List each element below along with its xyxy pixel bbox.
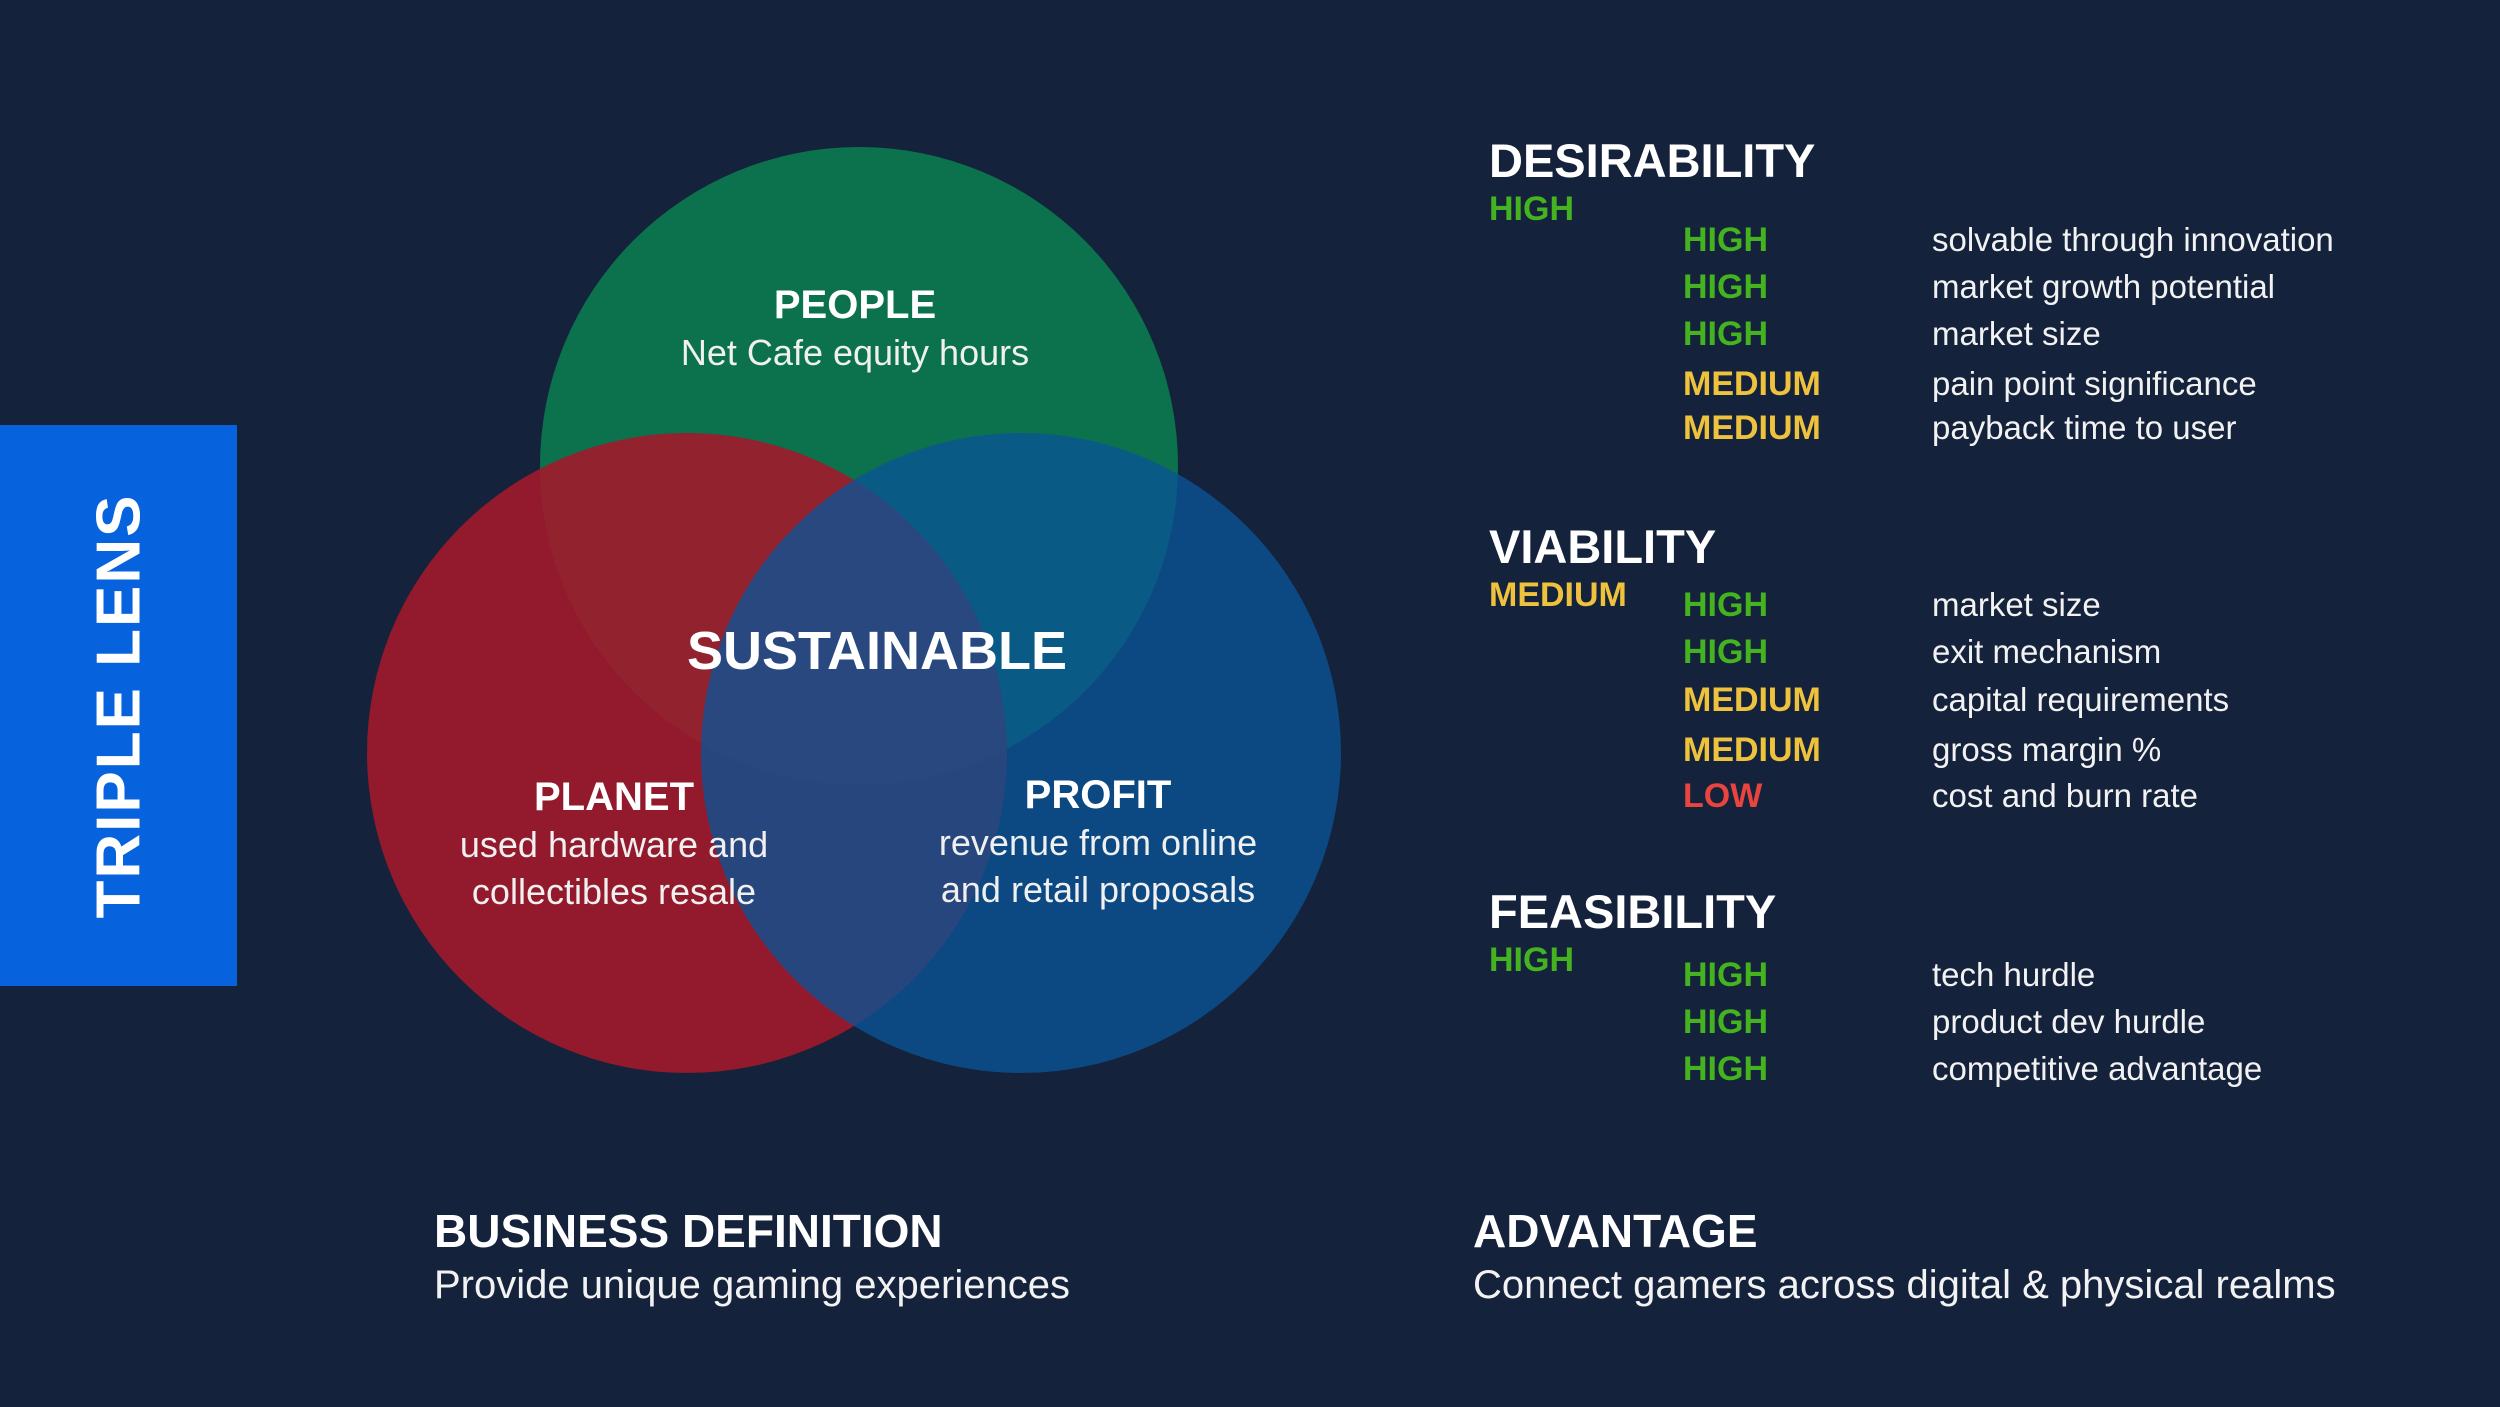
rating-level: HIGH	[1683, 586, 1768, 624]
rating-desc: capital requirements	[1932, 681, 2230, 718]
business-definition-section: BUSINESS DEFINITION Provide unique gamin…	[434, 1203, 1070, 1311]
rating-desc: payback time to user	[1932, 409, 2237, 446]
rating-level: HIGH	[1683, 268, 1768, 306]
advantage-title: ADVANTAGE	[1473, 1205, 1758, 1257]
rating-desc: tech hurdle	[1932, 956, 2096, 993]
feasibility-overall: HIGH	[1489, 941, 1574, 979]
venn-circle-profit	[701, 433, 1341, 1073]
profit-desc-line: and retail proposals	[940, 869, 1256, 910]
people-desc-line: Net Cafe equity hours	[680, 332, 1030, 373]
feasibility-title: FEASIBILITY	[1489, 885, 1777, 938]
profit-title: PROFIT	[1024, 773, 1172, 817]
rating-level: MEDIUM	[1683, 365, 1821, 403]
rating-level: HIGH	[1683, 315, 1768, 353]
viability-title: VIABILITY	[1489, 520, 1717, 573]
rating-desc: market growth potential	[1932, 268, 2276, 305]
venn-profit-label: PROFIT revenue from online and retail pr…	[939, 771, 1257, 913]
planet-title: PLANET	[534, 775, 694, 819]
rating-level: MEDIUM	[1683, 731, 1821, 769]
rating-desc: product dev hurdle	[1932, 1003, 2206, 1040]
triple-lens-tab: TRIPLE LENS	[0, 425, 237, 986]
rating-level: HIGH	[1683, 1050, 1768, 1088]
profit-desc-line: revenue from online	[938, 822, 1258, 863]
people-title: PEOPLE	[773, 283, 937, 327]
rating-level: HIGH	[1683, 633, 1768, 671]
rating-level: HIGH	[1683, 1003, 1768, 1041]
viability-header: VIABILITY MEDIUM	[1489, 519, 1716, 615]
business-definition-title: BUSINESS DEFINITION	[434, 1205, 943, 1257]
rating-level: HIGH	[1683, 956, 1768, 994]
rating-desc: market size	[1932, 315, 2101, 352]
desirability-header: DESIRABILITY HIGH	[1489, 133, 1815, 229]
rating-desc: pain point significance	[1932, 365, 2257, 402]
desirability-overall: HIGH	[1489, 190, 1574, 228]
venn-center-label: SUSTAINABLE	[686, 621, 1068, 681]
rating-level: MEDIUM	[1683, 681, 1821, 719]
rating-desc: cost and burn rate	[1932, 777, 2198, 814]
rating-level: MEDIUM	[1683, 409, 1821, 447]
feasibility-header: FEASIBILITY HIGH	[1489, 884, 1776, 980]
advantage-text: Connect gamers across digital & physical…	[1473, 1263, 2336, 1307]
planet-desc-line: collectibles resale	[471, 871, 757, 912]
rating-level: HIGH	[1683, 221, 1768, 259]
rating-level: LOW	[1683, 777, 1763, 815]
business-definition-text: Provide unique gaming experiences	[434, 1263, 1070, 1307]
rating-desc: competitive advantage	[1932, 1050, 2263, 1087]
advantage-section: ADVANTAGE Connect gamers across digital …	[1473, 1203, 2336, 1311]
rating-desc: gross margin %	[1932, 731, 2162, 768]
viability-overall: MEDIUM	[1489, 576, 1627, 614]
planet-desc-line: used hardware and	[459, 824, 769, 865]
desirability-title: DESIRABILITY	[1489, 134, 1816, 187]
venn-people-label: PEOPLE Net Cafe equity hours	[681, 281, 1029, 376]
rating-desc: market size	[1932, 586, 2101, 623]
rating-desc: exit mechanism	[1932, 633, 2162, 670]
rating-desc: solvable through innovation	[1932, 221, 2334, 258]
venn-planet-label: PLANET used hardware and collectibles re…	[460, 773, 768, 915]
